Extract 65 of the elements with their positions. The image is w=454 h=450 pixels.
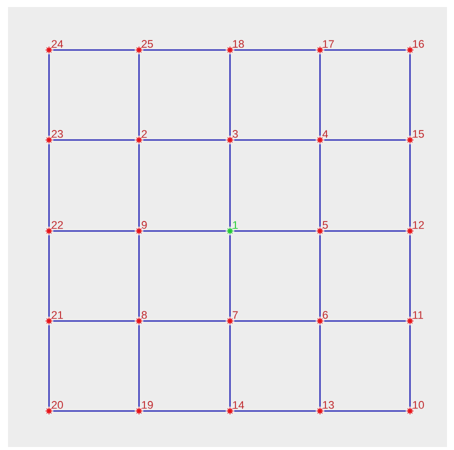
- grid-line: [324, 320, 406, 322]
- point-label: 12: [413, 221, 424, 229]
- grid-line: [324, 139, 406, 141]
- grid-line: [409, 144, 411, 227]
- point-label: 14: [233, 401, 244, 409]
- grid-line: [229, 235, 231, 317]
- point-label: 25: [142, 40, 153, 48]
- point-label: 24: [52, 40, 64, 48]
- point-label: 15: [413, 130, 424, 138]
- grid-line: [138, 54, 140, 136]
- grid-line: [53, 410, 135, 412]
- point-label: 20: [52, 401, 63, 409]
- grid-line: [319, 144, 321, 227]
- grid-line: [143, 410, 226, 412]
- point-label: 23: [52, 130, 63, 138]
- grid-line: [138, 325, 140, 407]
- grid-line: [234, 139, 316, 141]
- grid-line: [143, 230, 226, 232]
- point-label: 1: [233, 221, 238, 229]
- grid-line: [234, 49, 316, 51]
- point-label: 9: [142, 221, 147, 229]
- grid-line: [319, 54, 321, 136]
- grid-line: [409, 235, 411, 317]
- point-label: 18: [233, 40, 244, 48]
- grid-line: [234, 320, 316, 322]
- grid-line: [53, 230, 135, 232]
- grid-line: [409, 325, 411, 407]
- grid-line: [48, 325, 50, 407]
- grid-line: [234, 410, 316, 412]
- grid-line: [53, 320, 135, 322]
- grid-line: [143, 320, 226, 322]
- grid-line: [229, 325, 231, 407]
- grid-line: [48, 235, 50, 317]
- point-label: 13: [323, 401, 334, 409]
- grid-line: [143, 49, 226, 51]
- grid-line: [53, 139, 135, 141]
- point-label: 11: [413, 311, 424, 319]
- point-label: 3: [232, 130, 238, 138]
- point-label: 22: [52, 221, 63, 229]
- grid-line: [229, 54, 231, 136]
- point-label: 21: [52, 311, 63, 319]
- grid-line: [138, 144, 140, 227]
- grid-line: [53, 49, 135, 51]
- grid-line: [319, 235, 321, 317]
- grid-line: [234, 230, 316, 232]
- grid-line: [143, 139, 226, 141]
- grid-line: [229, 144, 231, 227]
- point-label: 16: [413, 40, 424, 48]
- grid-line: [319, 325, 321, 407]
- point-label: 4: [322, 130, 328, 138]
- grid-line: [48, 144, 50, 227]
- grid-line: [409, 54, 411, 136]
- point-label: 19: [142, 401, 153, 409]
- point-label: 10: [413, 401, 424, 409]
- grid-line: [48, 54, 50, 136]
- point-label: 6: [322, 311, 328, 319]
- point-label: 8: [142, 311, 147, 319]
- grid-line: [324, 410, 406, 412]
- point-label: 2: [142, 130, 147, 138]
- grid-line: [138, 235, 140, 317]
- point-label: 5: [322, 221, 328, 229]
- grid-line: [324, 230, 406, 232]
- point-label: 17: [323, 40, 334, 48]
- grid-line: [324, 49, 406, 51]
- point-label: 7: [232, 311, 238, 319]
